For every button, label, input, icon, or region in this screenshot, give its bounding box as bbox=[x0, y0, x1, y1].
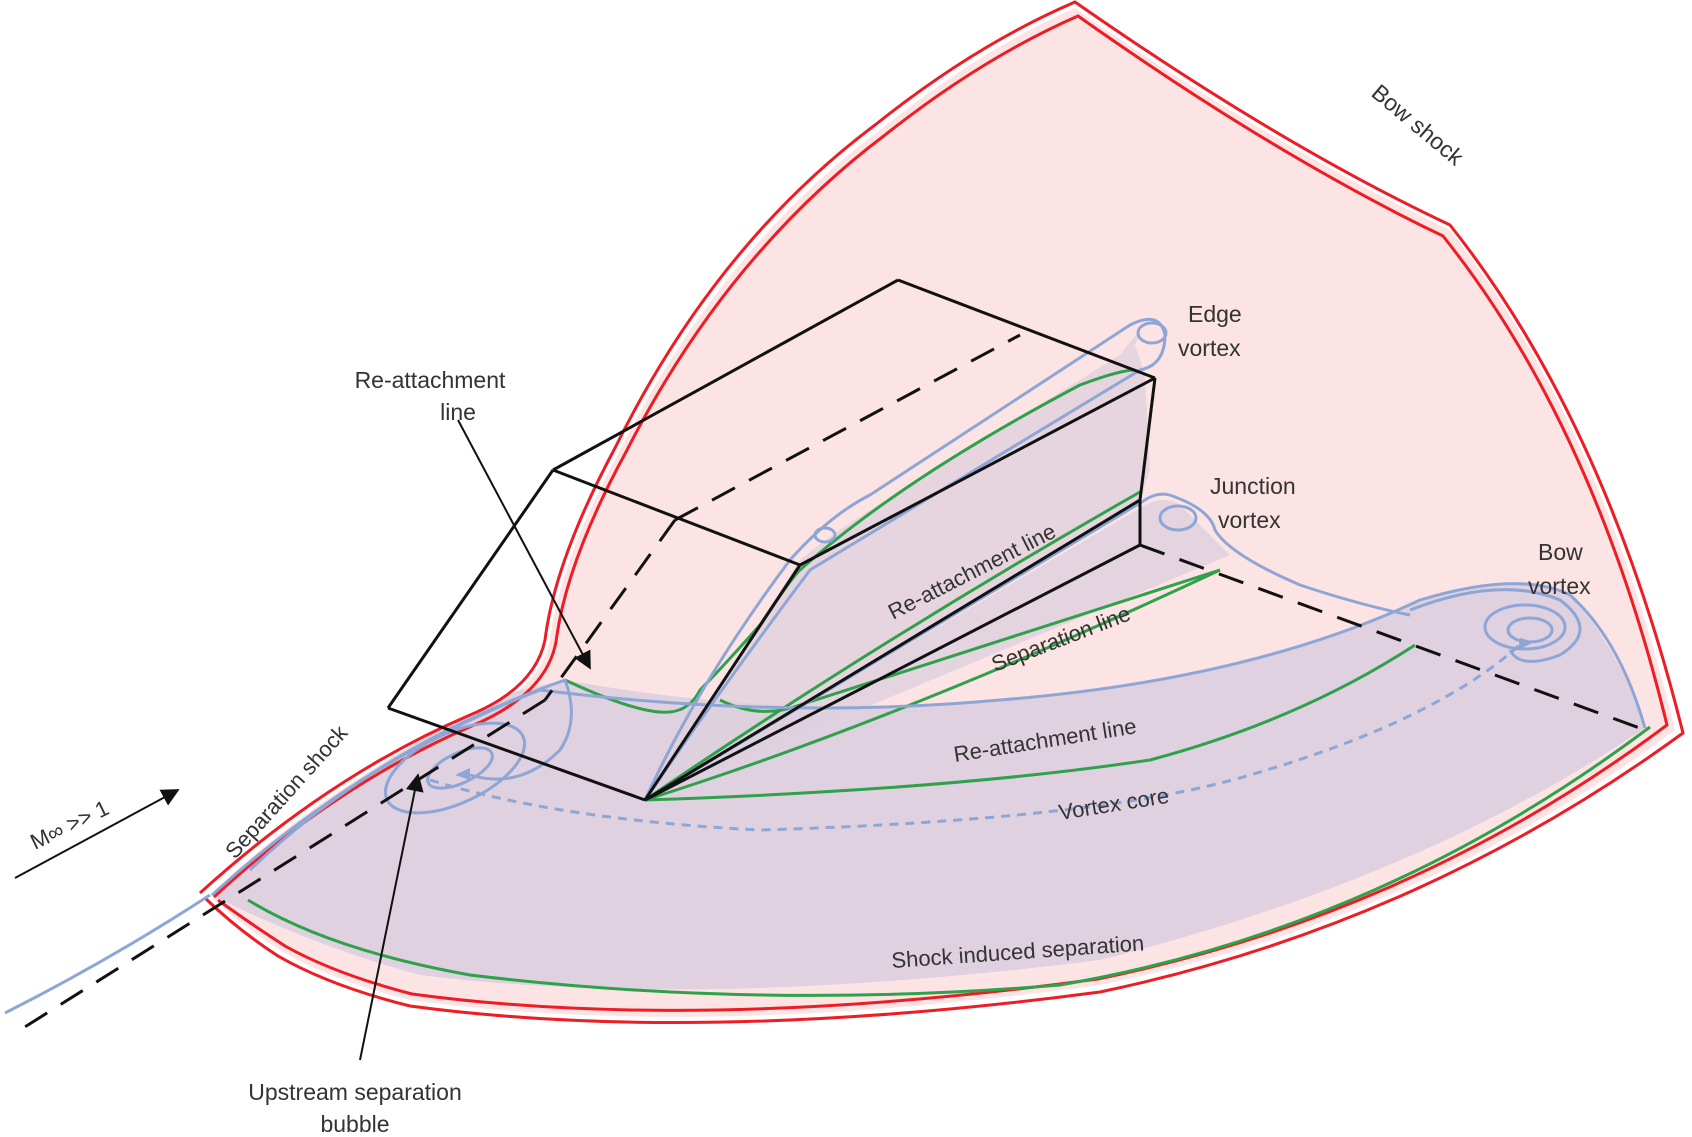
bow-vortex-outer-right bbox=[1568, 593, 1647, 729]
body-top-left bbox=[552, 278, 899, 472]
bow-vortex-label-2: vortex bbox=[1528, 573, 1591, 599]
bow-vortex-label-1: Bow bbox=[1538, 539, 1583, 565]
hidden-top-edge bbox=[674, 333, 1021, 522]
body-top-front bbox=[386, 469, 555, 709]
hidden-edges bbox=[19, 333, 1646, 1032]
upstream-bubble-label-1: Upstream separation bbox=[248, 1079, 462, 1105]
vortex-arrowheads bbox=[455, 638, 1534, 780]
separation-bubble-outline bbox=[248, 678, 573, 872]
bow-vortex-arrowhead bbox=[1518, 638, 1534, 650]
mach-label: M∞ >> 1 bbox=[26, 795, 113, 854]
junction-vortex-tube bbox=[644, 492, 1411, 802]
junction-vortex-label-1: Junction bbox=[1210, 473, 1296, 499]
edge-vortex-label-2: vortex bbox=[1178, 335, 1241, 361]
body-front-vertical bbox=[643, 564, 802, 801]
separation-line bbox=[644, 568, 1221, 802]
edge-vortex-left-spiral bbox=[813, 526, 837, 544]
body-right-vertical bbox=[1138, 377, 1157, 501]
bow-vortex-top bbox=[1409, 588, 1582, 663]
junction-vortex-spiral bbox=[1158, 504, 1198, 532]
edge-vortex-label-1: Edge bbox=[1188, 301, 1242, 327]
body-outline bbox=[386, 278, 1157, 802]
reattach-callout-label-2: line bbox=[440, 399, 476, 425]
vortex-outlines bbox=[4, 317, 1647, 1015]
vortex-sheet bbox=[212, 583, 1645, 990]
edge-vortex-spiral bbox=[1136, 321, 1168, 345]
hidden-base-right bbox=[1139, 543, 1646, 732]
body-top-back bbox=[897, 278, 1156, 380]
mach-arrow bbox=[14, 789, 180, 879]
arrows bbox=[14, 419, 591, 1061]
hidden-vertical-edge bbox=[543, 519, 677, 701]
bubble-callout-arrow bbox=[359, 773, 424, 1061]
vortex-core-line bbox=[429, 638, 1527, 832]
lower-reattachment-line bbox=[644, 643, 1416, 802]
edge-vortex-sheet bbox=[645, 332, 1150, 800]
upper-reattachment-line-junction bbox=[644, 490, 1141, 802]
separation-bubble-spiral-inner bbox=[426, 746, 494, 790]
upstream-bubble-label-2: bubble bbox=[320, 1111, 389, 1137]
body-base-junction bbox=[644, 543, 1141, 802]
reattach-callout-label-1: Re-attachment bbox=[355, 367, 506, 393]
edge-reattachment-line-2 bbox=[719, 568, 1221, 713]
body-front-right bbox=[799, 376, 1156, 567]
incoming-boundary-layer bbox=[4, 893, 211, 1015]
body-base-front bbox=[387, 706, 646, 802]
junction-vortex-label-2: vortex bbox=[1218, 507, 1281, 533]
body-base-right bbox=[644, 498, 1141, 802]
green-lines bbox=[247, 368, 1651, 997]
bubble-arrowhead bbox=[455, 768, 470, 780]
shock-line bbox=[198, 0, 1685, 1025]
bow-vortex-spiral-1 bbox=[1483, 603, 1567, 651]
shock-induced-separation-line bbox=[247, 725, 1651, 997]
hidden-base-edge bbox=[19, 698, 546, 1032]
reattach-callout-arrow bbox=[457, 419, 591, 670]
bow-shock-label: Bow shock bbox=[1367, 79, 1469, 171]
